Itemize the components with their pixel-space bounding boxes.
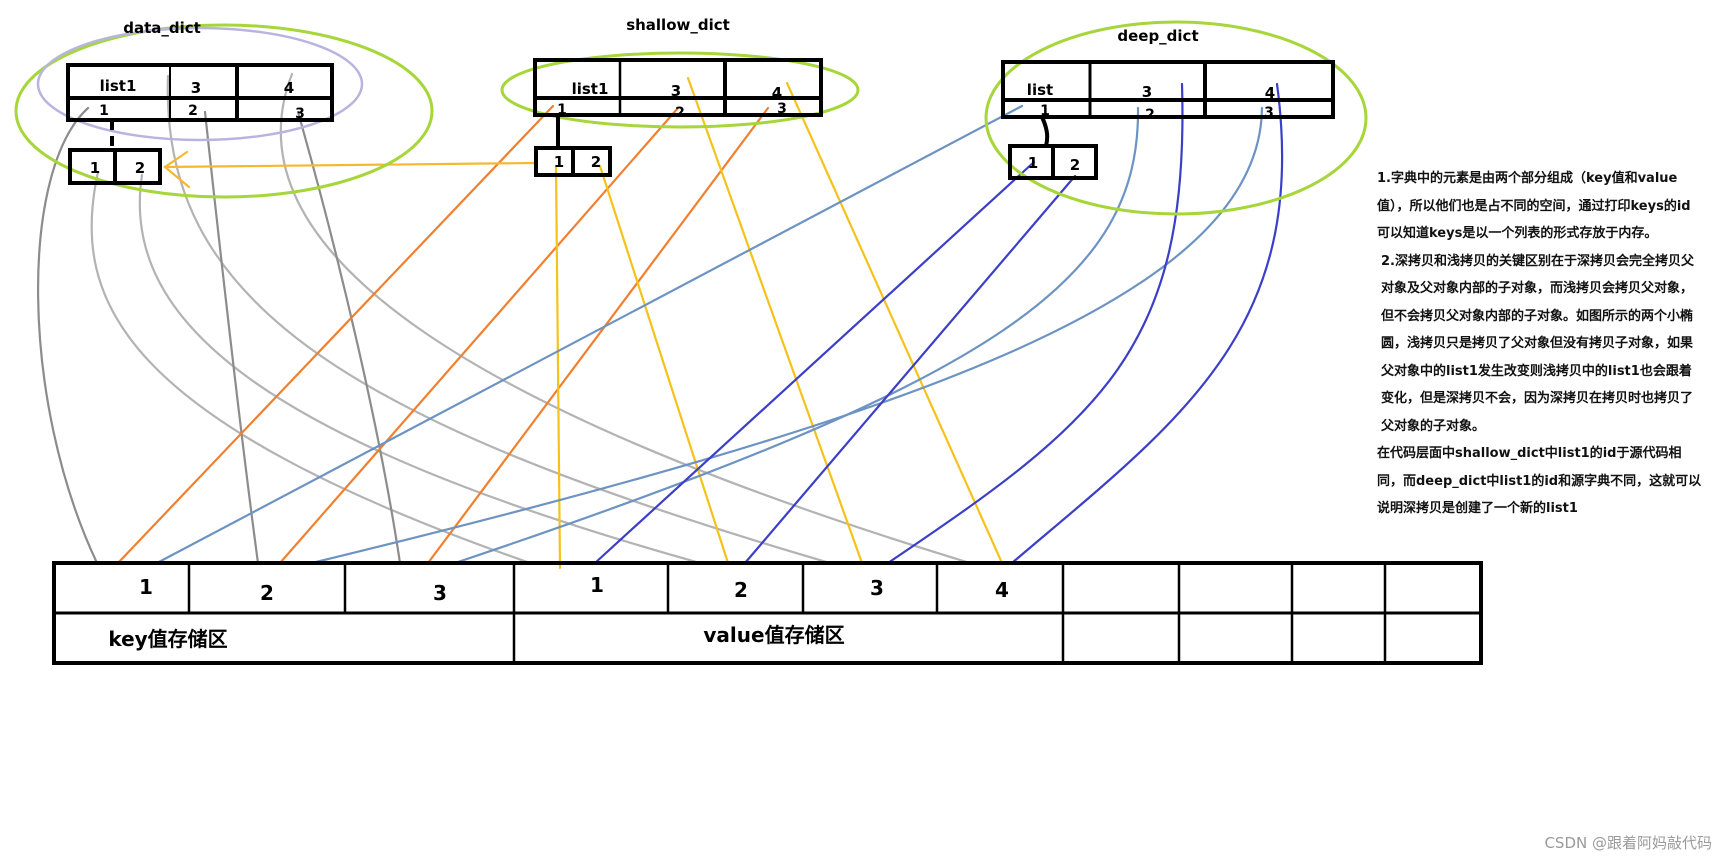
link-data-3v — [296, 110, 402, 565]
value-area-label: value值存储区 — [703, 623, 844, 647]
link-data-1 — [36, 106, 99, 565]
data-dict-key-3: 3 — [191, 79, 201, 97]
key-area-label: key值存储区 — [108, 627, 227, 651]
link-shallow-key-4 — [785, 81, 1004, 565]
link-shallow-1 — [116, 104, 555, 565]
data-dict: data_dict list1 3 4 1 2 3 1 2 — [14, 19, 434, 199]
data-dict-key-4: 4 — [284, 79, 294, 97]
data-dict-title: data_dict — [123, 19, 201, 37]
link-data-3 — [166, 74, 832, 565]
data-dict-key-list1: list1 — [100, 77, 137, 95]
watermark: CSDN @跟着阿妈敲代码 — [1544, 834, 1712, 852]
data-dict-val-3: 3 — [295, 106, 305, 122]
link-deep-3 — [310, 106, 1264, 565]
shallow-dict-ellipse — [500, 51, 860, 129]
deep-dict-val-1: 1 — [1040, 103, 1050, 119]
data-dict-val-1: 1 — [99, 103, 109, 119]
shallow-dict-val-2: 2 — [675, 105, 685, 121]
link-data-key-1 — [90, 170, 532, 565]
note-1: 1.字典中的元素是由两个部分组成（key值和value值），所以他们也是占不同的… — [1377, 171, 1691, 241]
shallow-dict: shallow_dict list1 3 4 1 2 3 1 2 — [500, 16, 860, 177]
note-3: 在代码层面中shallow_dict中list1的id于源代码相同，而deep_… — [1377, 446, 1702, 516]
link-data-4 — [279, 72, 972, 565]
link-deep-key-3 — [886, 82, 1184, 565]
storage-cell-value-4: 4 — [995, 578, 1009, 602]
deep-dict-sub-2: 2 — [1070, 156, 1080, 174]
memory-storage-table: 1 2 3 1 2 3 4 key值存储区 value值存储区 — [52, 561, 1483, 665]
deep-dict-val-2: 2 — [1145, 107, 1155, 123]
shallow-dict-val-1: 1 — [557, 102, 567, 118]
link-shallow-2 — [278, 106, 680, 565]
deep-dict-key-3: 3 — [1142, 83, 1152, 101]
deep-dict-key-list: list — [1027, 81, 1053, 99]
deep-dict-ellipse — [984, 20, 1368, 216]
link-shallow-key-3 — [686, 76, 864, 565]
link-shallow-sub-2 — [598, 164, 730, 565]
data-dict-val-2: 2 — [188, 103, 198, 119]
storage-cell-value-1: 1 — [590, 573, 604, 597]
storage-cell-value-3: 3 — [870, 576, 884, 600]
storage-cell-key-2: 2 — [260, 581, 274, 605]
data-dict-sub-2: 2 — [135, 159, 145, 177]
data-dict-inner-ellipse — [36, 26, 364, 142]
link-deep-sub-2 — [743, 174, 1077, 565]
link-data-key-2 — [138, 173, 702, 565]
deep-dict-key-4: 4 — [1265, 84, 1275, 102]
shallow-dict-sub-1: 1 — [554, 153, 564, 171]
storage-cell-key-3: 3 — [433, 581, 447, 605]
deep-dict: deep_dict list 3 4 1 2 3 1 2 — [984, 20, 1368, 216]
deep-dict-title: deep_dict — [1117, 27, 1198, 45]
storage-cell-key-1: 1 — [139, 575, 153, 599]
data-dict-ellipse — [14, 23, 434, 199]
link-shallow-3 — [426, 106, 770, 565]
shallow-dict-title: shallow_dict — [626, 16, 730, 34]
shallow-dict-key-4: 4 — [772, 84, 782, 102]
link-deep-key-4 — [1010, 82, 1284, 565]
data-dict-sub-1: 1 — [90, 159, 100, 177]
shallow-dict-key-3: 3 — [671, 82, 681, 100]
arrow-head — [163, 150, 191, 189]
shallow-dict-key-list1: list1 — [572, 80, 609, 98]
shallow-dict-val-3: 3 — [777, 101, 787, 117]
arrow-shallow-to-data — [163, 161, 537, 169]
storage-cell-value-2: 2 — [734, 578, 748, 602]
link-deep-sub-1 — [593, 160, 1036, 565]
note-2: 2.深拷贝和浅拷贝的关键区别在于深拷贝会完全拷贝父对象及父对象内部的子对象，而浅… — [1381, 253, 1694, 434]
link-deep-2 — [453, 106, 1140, 565]
deep-dict-sub-1: 1 — [1028, 154, 1038, 172]
link-deep-1 — [155, 104, 1024, 565]
link-data-2 — [203, 110, 260, 565]
shallow-dict-sub-2: 2 — [591, 153, 601, 171]
explanation-notes: 1.字典中的元素是由两个部分组成（key值和value值），所以他们也是占不同的… — [1377, 165, 1702, 523]
deep-dict-val-3: 3 — [1264, 105, 1274, 121]
link-shallow-sub-1 — [554, 164, 562, 570]
